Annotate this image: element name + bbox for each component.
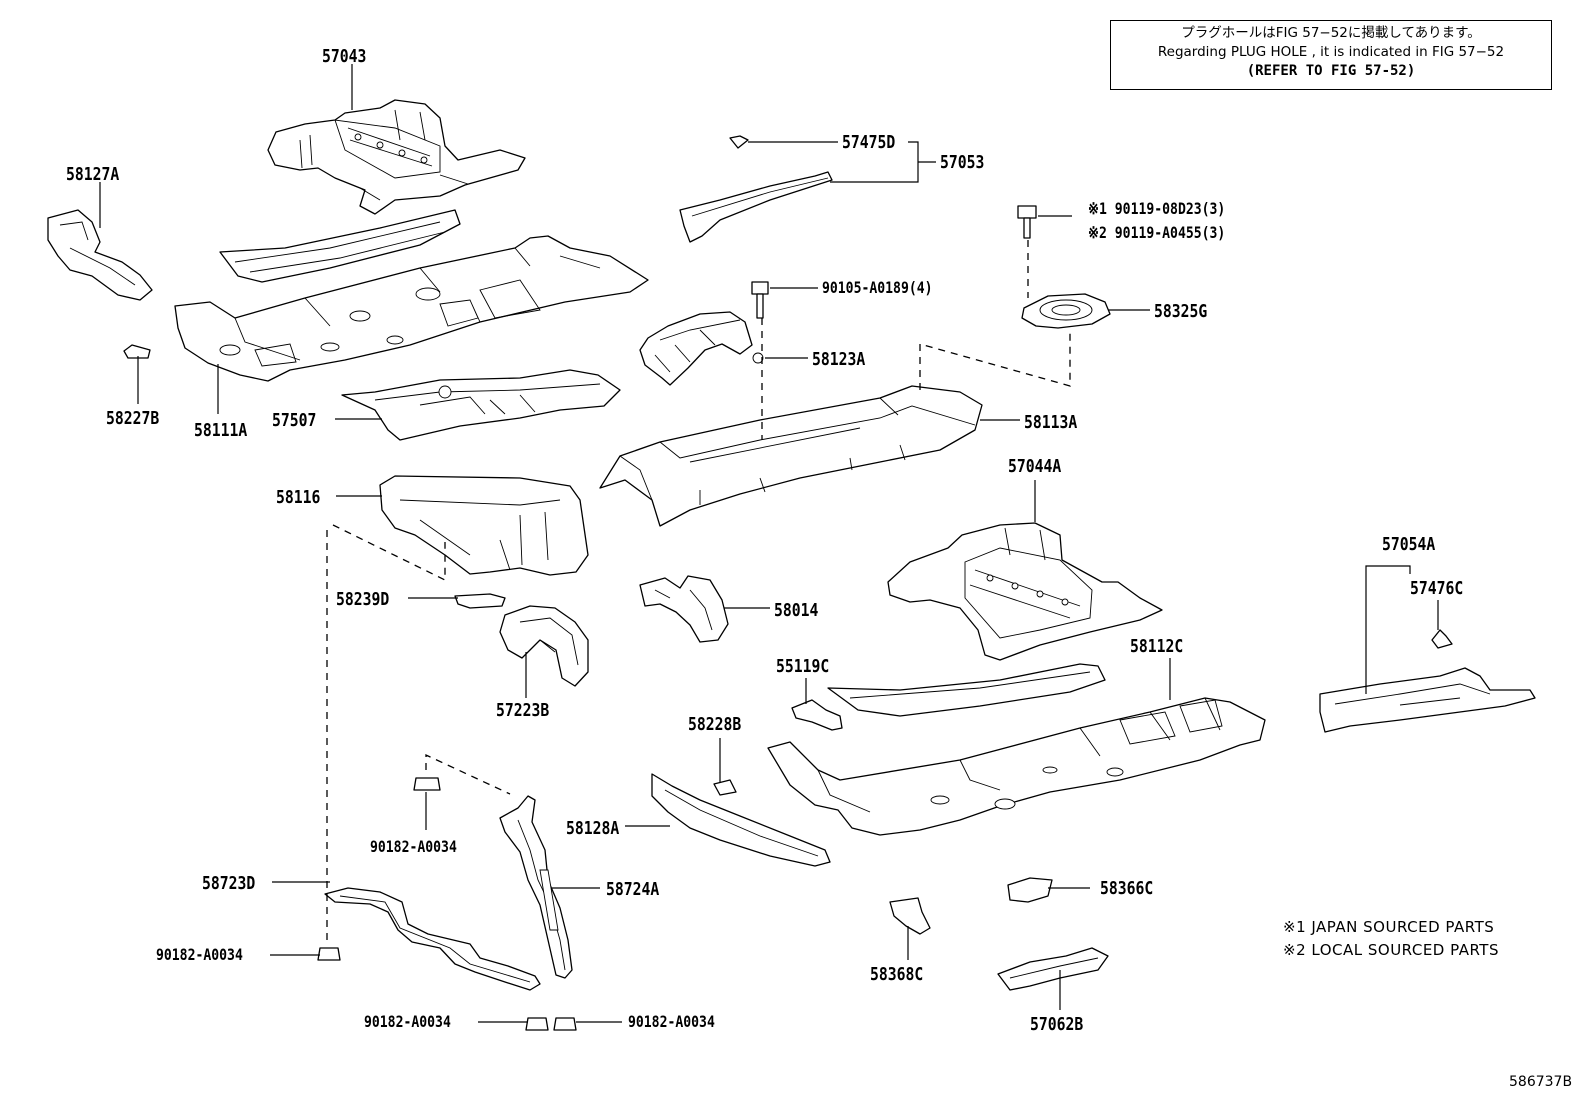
label-58123A: 58123A [812, 349, 865, 370]
plug-hole-notice-box: プラグホールはFIG 57−52に掲載してあります。 Regarding PLU… [1110, 20, 1552, 90]
part-57507-illustration [341, 369, 621, 441]
label-90182-top: 90182-A0034 [370, 838, 457, 857]
label-58113A: 58113A [1024, 412, 1077, 433]
label-90182-left: 90182-A0034 [156, 946, 243, 965]
assembly-dashed-lines [326, 240, 1071, 942]
bolt-90119-illustration [1017, 205, 1037, 239]
part-58366C-illustration [1007, 877, 1053, 903]
label-57043: 57043 [322, 46, 366, 67]
part-58127A-illustration [47, 209, 153, 301]
label-58723D: 58723D [202, 873, 255, 894]
label-58127A: 58127A [66, 164, 119, 185]
notice-line-english: Regarding PLUG HOLE , it is indicated in… [1157, 44, 1505, 60]
part-57053-illustration [679, 171, 833, 243]
diagram-id: 586737B [1509, 1074, 1573, 1090]
part-58239D-illustration [454, 593, 506, 609]
label-57053: 57053 [940, 152, 984, 173]
part-rail-upper-left-illustration [219, 209, 461, 283]
part-58116-illustration [379, 475, 589, 576]
part-58128A-illustration [651, 773, 831, 867]
label-58227B: 58227B [106, 408, 159, 429]
label-58228B: 58228B [688, 714, 741, 735]
part-57476C-illustration [1431, 629, 1453, 649]
label-58112C: 58112C [1130, 636, 1183, 657]
part-57054A-illustration [1319, 667, 1536, 733]
clip-left-illustration [317, 947, 341, 961]
label-58116: 58116 [276, 487, 320, 508]
part-58014-illustration [639, 575, 729, 643]
label-58325G: 58325G [1154, 301, 1207, 322]
part-58227B-illustration [123, 344, 151, 359]
part-58112C-illustration [767, 697, 1266, 836]
label-57062B: 57062B [1030, 1014, 1083, 1035]
notice-line-japanese: プラグホールはFIG 57−52に掲載してあります。 [1181, 25, 1481, 41]
part-58723D-illustration [324, 887, 541, 991]
part-rail-upper-right-illustration [827, 663, 1106, 717]
label-58724A: 58724A [606, 879, 659, 900]
label-57475D: 57475D [842, 132, 895, 153]
part-58113A-illustration [599, 385, 983, 527]
label-58368C: 58368C [870, 964, 923, 985]
part-57044A-illustration [887, 522, 1163, 661]
label-90182-bottom-right: 90182-A0034 [628, 1013, 715, 1032]
legend-japan-sourced: ※1 JAPAN SOURCED PARTS [1283, 918, 1495, 936]
part-57223B-illustration [499, 605, 589, 687]
part-57475D-illustration [729, 135, 749, 149]
part-57043-illustration [267, 99, 526, 215]
label-55119C: 55119C [776, 656, 829, 677]
clip-top-illustration [413, 777, 441, 791]
bolt-90105-illustration [751, 281, 769, 319]
leader-lines [99, 64, 1439, 1023]
label-90119-A0455: ※2 90119-A0455(3) [1088, 224, 1225, 243]
notice-line-refer: (REFER TO FIG 57-52) [1246, 63, 1416, 79]
legend-local-sourced: ※2 LOCAL SOURCED PARTS [1283, 941, 1499, 959]
label-57507: 57507 [272, 410, 316, 431]
part-58368C-illustration [889, 897, 931, 935]
part-57062B-illustration [997, 947, 1109, 991]
label-58366C: 58366C [1100, 878, 1153, 899]
part-58325G-illustration [1021, 293, 1111, 329]
clip-bottom-left-illustration [525, 1017, 549, 1031]
part-58111A-illustration [174, 235, 649, 382]
label-58239D: 58239D [336, 589, 389, 610]
clip-bottom-right-illustration [553, 1017, 577, 1031]
part-58724A-illustration [499, 795, 573, 979]
label-58111A: 58111A [194, 420, 247, 441]
label-57044A: 57044A [1008, 456, 1061, 477]
label-57223B: 57223B [496, 700, 549, 721]
label-57054A: 57054A [1382, 534, 1435, 555]
part-55119C-illustration [791, 699, 843, 731]
part-58228B-illustration [713, 779, 737, 796]
label-57476C: 57476C [1410, 578, 1463, 599]
label-58128A: 58128A [566, 818, 619, 839]
label-58014: 58014 [774, 600, 818, 621]
label-90119-08D23: ※1 90119-08D23(3) [1088, 200, 1225, 219]
part-number-labels: 57043 58127A 58227B 58111A 57507 57475D … [66, 46, 1463, 1035]
label-90182-bottom-left: 90182-A0034 [364, 1013, 451, 1032]
label-90105-A0189: 90105-A0189(4) [822, 279, 933, 298]
part-58123A-illustration [639, 311, 764, 386]
